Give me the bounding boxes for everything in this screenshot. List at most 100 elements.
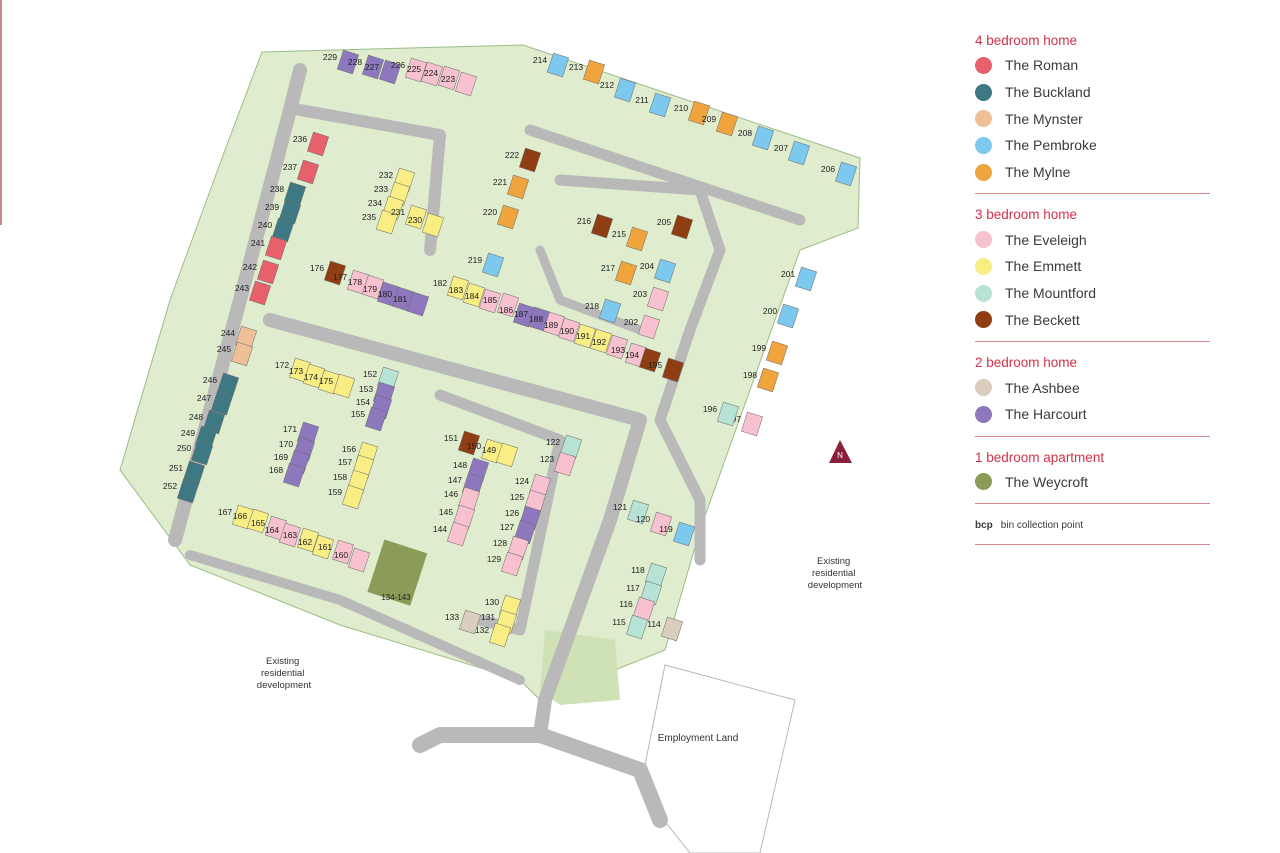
legend-divider — [975, 544, 1210, 546]
plot-number: 187 — [514, 309, 528, 319]
plot-number: 190 — [560, 326, 574, 336]
plot-building — [264, 235, 288, 261]
apartment-block-weycroft — [367, 539, 428, 606]
plot-118: 118 — [631, 562, 668, 588]
legend-item-label: The Roman — [1005, 57, 1079, 74]
plot-192: 192 — [592, 334, 629, 360]
plot-129: 129 — [487, 551, 524, 577]
plot-212: 212 — [600, 77, 637, 103]
plot-building — [605, 334, 629, 360]
plot-building — [404, 204, 428, 230]
plot-number: 243 — [235, 283, 249, 293]
plot-number: 147 — [448, 475, 462, 485]
legend-item-label: The Mylne — [1005, 164, 1071, 181]
plot-number: 150 — [467, 441, 481, 451]
plot-number: 114 — [647, 619, 661, 629]
plot-number: 161 — [318, 542, 332, 552]
legend-item-label: The Mynster — [1005, 110, 1083, 127]
plot-building — [296, 159, 320, 185]
plot-building — [311, 534, 335, 560]
plot-number: 217 — [601, 263, 615, 273]
legend-section-title: 3 bedroom home — [975, 207, 1078, 223]
plot-200: 200 — [763, 303, 800, 329]
plot-188: 188 — [529, 311, 566, 337]
plot-160: 160 — [334, 547, 371, 573]
plot-number: 160 — [334, 550, 348, 560]
plot-number: 118 — [631, 565, 645, 575]
legend-item: The Beckett — [975, 307, 1210, 334]
plot-number: 247 — [197, 393, 211, 403]
plot-building — [573, 323, 597, 349]
plot-239: 239 — [265, 199, 302, 225]
plot-number: 222 — [505, 150, 519, 160]
plot-number: 157 — [338, 457, 352, 467]
legend-divider — [975, 193, 1210, 195]
legend-item-label: The Ashbee — [1005, 379, 1080, 396]
plot-number: 233 — [374, 184, 388, 194]
plot-number: 249 — [181, 428, 195, 438]
legend-item: The Ashbee — [975, 374, 1210, 401]
plot-185: 185 — [483, 292, 520, 318]
plot-building — [637, 314, 661, 340]
plot-number: 116 — [619, 599, 633, 609]
plot-building — [687, 100, 711, 126]
plot-number: 216 — [577, 216, 591, 226]
plot-number: 215 — [612, 229, 626, 239]
plot-159: 159 — [328, 484, 365, 510]
plot-number: 179 — [363, 284, 377, 294]
plot-225: 225 — [407, 61, 444, 87]
plot-building — [740, 411, 764, 437]
plot-building — [282, 462, 306, 488]
legend-item: The Mylne — [975, 159, 1210, 186]
plot-number: 175 — [319, 376, 333, 386]
plot-building — [454, 71, 478, 97]
plot-building — [648, 92, 672, 118]
plot-151: 151 — [444, 430, 481, 456]
plot-building — [437, 65, 461, 91]
plot-building — [361, 54, 385, 80]
plot-building — [230, 341, 254, 367]
plot-number: 234 — [368, 198, 382, 208]
bcp-abbrev: bcp — [975, 519, 993, 531]
plot-number: 153 — [359, 384, 373, 394]
plot-building — [361, 274, 385, 300]
legend-item-label: The Eveleigh — [1005, 231, 1087, 248]
plot-building — [176, 478, 200, 504]
plot-number: 133 — [445, 612, 459, 622]
plot-building — [478, 288, 502, 314]
plot-number: 115 — [612, 617, 626, 627]
plot-number: 220 — [483, 207, 497, 217]
plot-number: 119 — [659, 524, 673, 534]
legend-section-title: 2 bedroom home — [975, 355, 1078, 371]
legend-color-swatch — [975, 231, 992, 249]
plot-195: 195 — [648, 357, 685, 383]
plot-250: 250 — [177, 440, 214, 466]
plot-building — [613, 77, 637, 103]
plot-number: 172 — [275, 360, 289, 370]
plot-number: 148 — [453, 460, 467, 470]
plot-164: 164 — [265, 522, 302, 548]
plot-number: 251 — [169, 463, 183, 473]
plot-229: 229 — [323, 49, 360, 75]
plot-number: 129 — [487, 554, 501, 564]
legend-item: The Eveleigh — [975, 226, 1210, 253]
plot-building — [278, 522, 302, 548]
plot-120: 120 — [636, 511, 673, 537]
plot-building — [715, 111, 739, 137]
existing-development-right-label: Existing residential development — [808, 556, 863, 591]
plot-205: 205 — [657, 214, 694, 240]
plot-number: 165 — [251, 518, 265, 528]
plot-155: 155 — [351, 406, 388, 432]
plot-number: 196 — [703, 404, 717, 414]
plot-number: 240 — [258, 220, 272, 230]
plot-number: 123 — [540, 454, 554, 464]
plot-182: 182 — [433, 275, 470, 301]
plot-building — [649, 511, 673, 537]
plot-number: 191 — [576, 331, 590, 341]
plot-number: 166 — [233, 511, 247, 521]
plot-building — [488, 622, 512, 648]
plot-number: 159 — [328, 487, 342, 497]
